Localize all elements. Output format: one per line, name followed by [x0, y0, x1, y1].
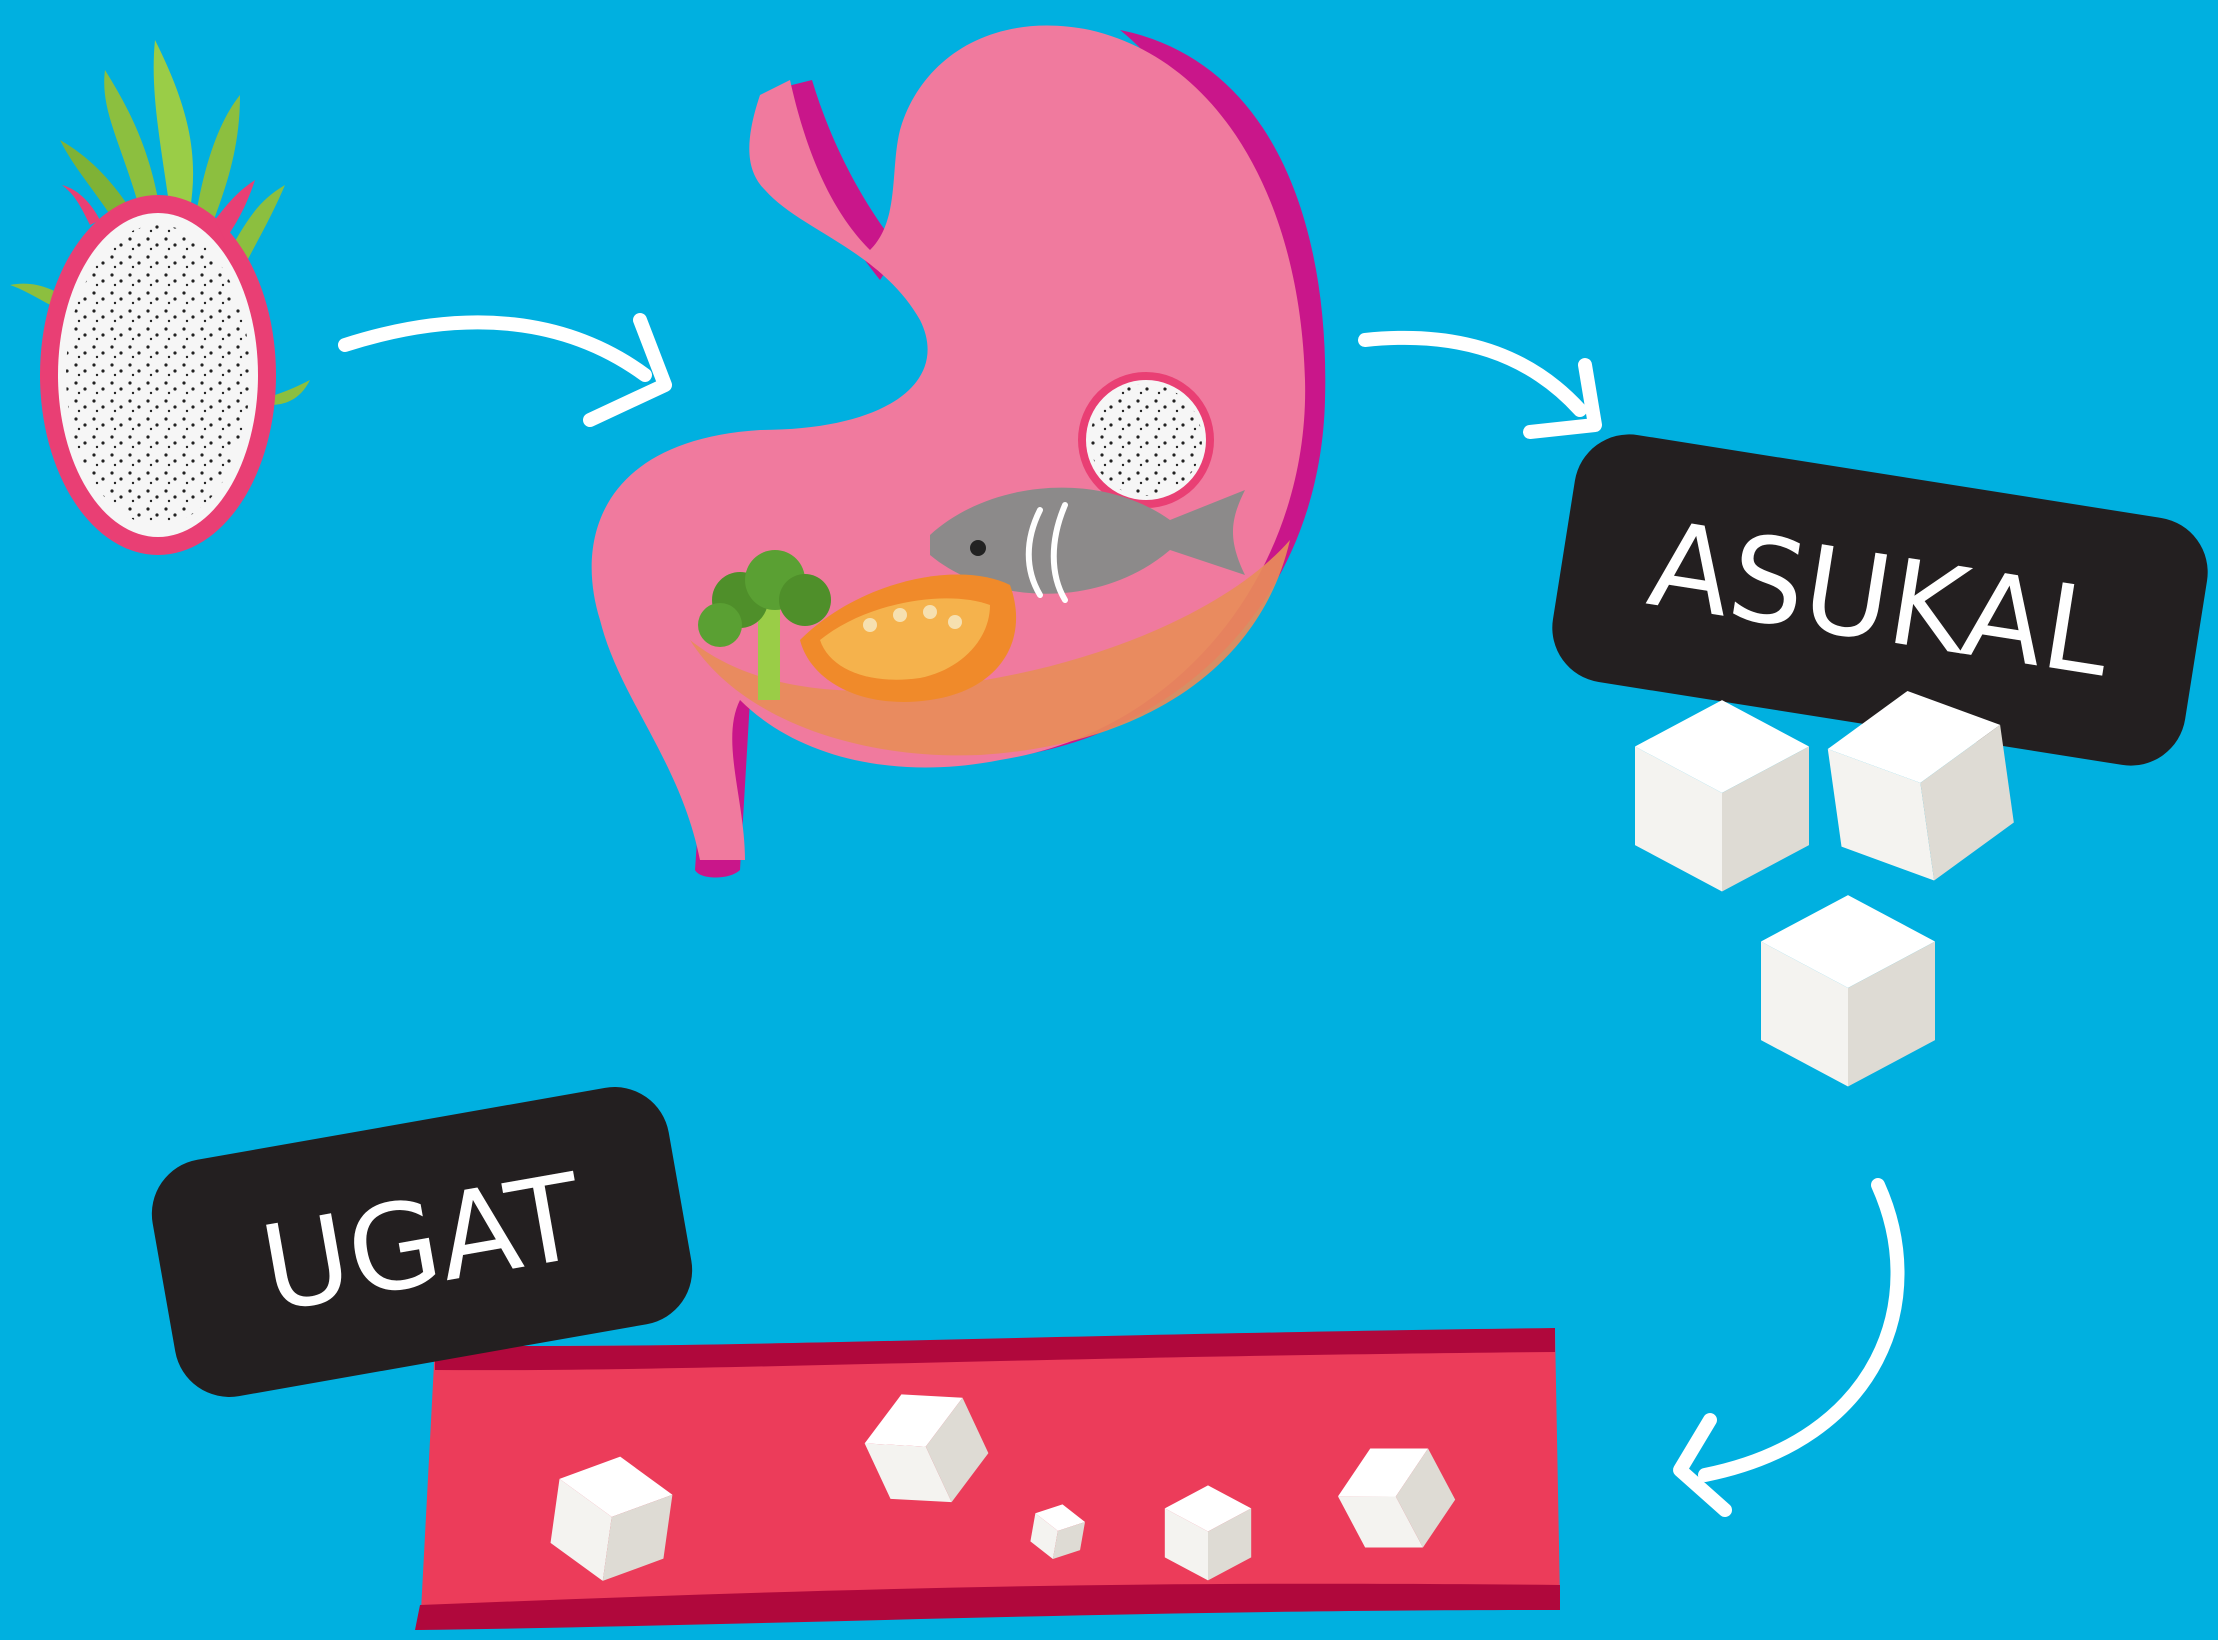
blood-vessel-icon [415, 1328, 1560, 1630]
